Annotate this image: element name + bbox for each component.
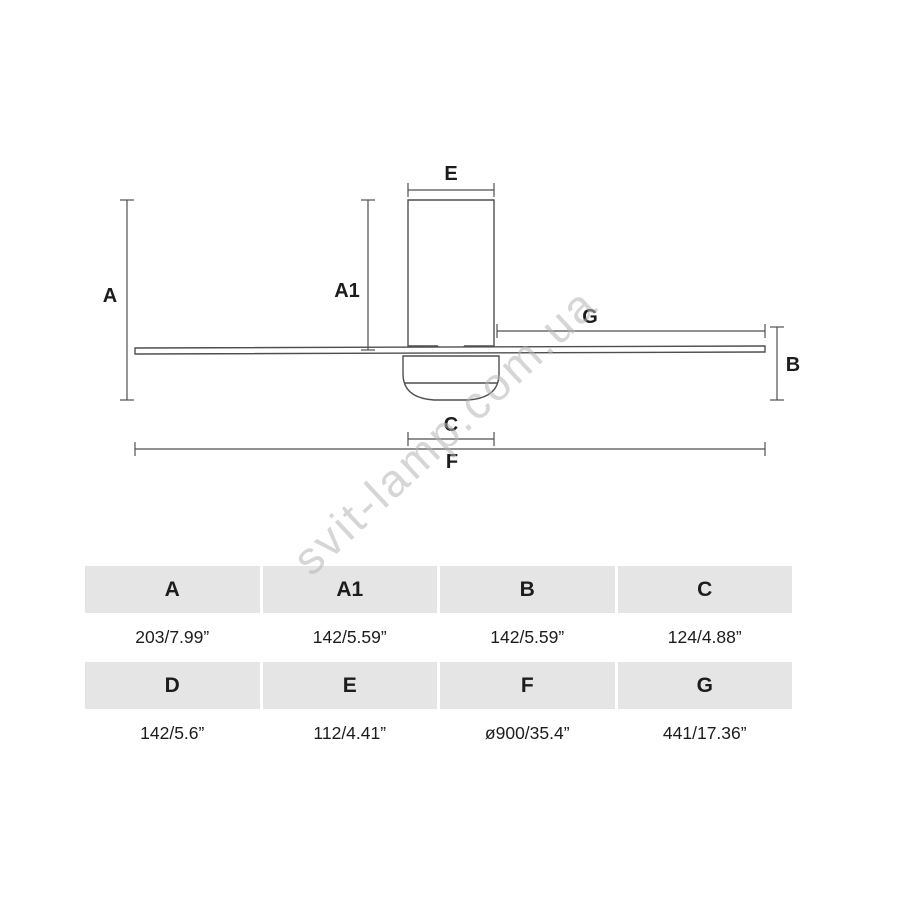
value-cell-b: 142/5.59” (440, 615, 615, 660)
header-cell-d: D (85, 662, 260, 709)
dim-label-g: G (582, 306, 598, 328)
header-cell-a: A (85, 566, 260, 613)
dim-label-b: B (786, 354, 800, 376)
header-cell-a1: A1 (262, 566, 437, 613)
dim-label-c: C (444, 414, 458, 436)
fan-blade (134, 345, 766, 355)
header-cell-f: F (440, 662, 615, 709)
dimension-lines (120, 183, 784, 456)
value-cell-f: ø900/35.4” (440, 711, 615, 756)
fan-outline (134, 199, 766, 401)
light-bowl (402, 355, 500, 401)
dimension-table: A A1 B C 203/7.99” 142/5.59” 142/5.59” 1… (85, 566, 792, 756)
header-cell-e: E (262, 662, 437, 709)
value-cell-c: 124/4.88” (617, 615, 792, 660)
dim-label-a1: A1 (334, 280, 360, 302)
value-cell-g: 441/17.36” (617, 711, 792, 756)
header-cell-c: C (617, 566, 792, 613)
header-cell-g: G (617, 662, 792, 709)
value-cell-e: 112/4.41” (262, 711, 437, 756)
dim-label-a: A (103, 285, 117, 307)
value-cell-d: 142/5.6” (85, 711, 260, 756)
dim-label-e: E (444, 163, 457, 185)
header-cell-b: B (440, 566, 615, 613)
fan-dimension-diagram: E A A1 G B C F (103, 163, 800, 473)
value-cell-a1: 142/5.59” (262, 615, 437, 660)
value-cell-a: 203/7.99” (85, 615, 260, 660)
dim-label-f: F (446, 451, 458, 473)
fan-body (407, 199, 495, 348)
